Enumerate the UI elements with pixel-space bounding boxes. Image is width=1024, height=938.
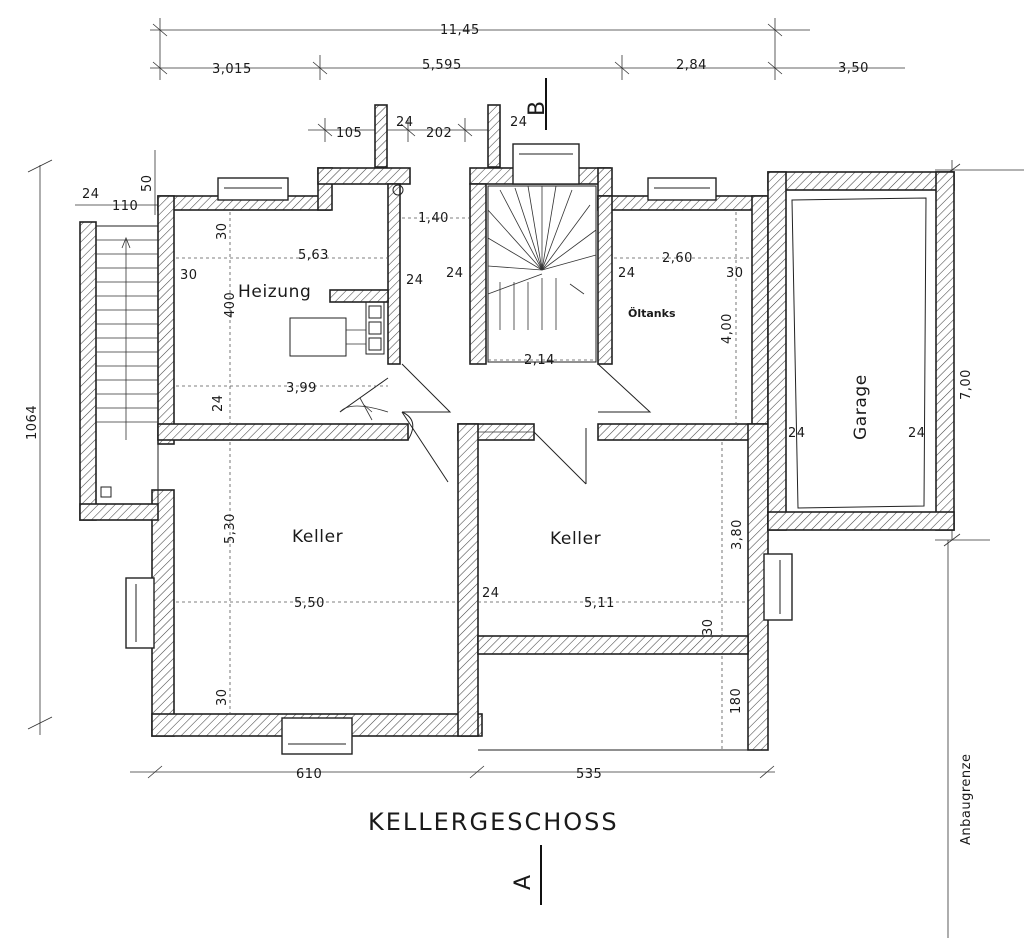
boundary-label: Anbaugrenze xyxy=(959,754,974,845)
room-keller-right: Keller xyxy=(550,529,601,549)
dim-oel-30: 30 xyxy=(726,266,744,281)
heating-fixtures xyxy=(289,184,404,357)
dim-oel-400: 4,00 xyxy=(720,313,735,344)
title-block: KELLERGESCHOSS B A Anbaugrenze xyxy=(368,78,974,905)
windows xyxy=(125,143,793,755)
dim-bottom-610: 610 xyxy=(296,767,322,782)
dim-top-1: 3,015 xyxy=(212,62,252,77)
dim-heiz-400: 400 xyxy=(223,292,238,318)
garage-inner xyxy=(791,197,927,509)
dim-heiz-399: 3,99 xyxy=(286,381,317,396)
room-heizung: Heizung xyxy=(238,282,311,302)
dim-heiz-24-right: 24 xyxy=(406,273,424,288)
dim-heiz-30-left: 30 xyxy=(180,268,198,283)
dim-left-total: 1064 xyxy=(25,405,40,440)
interior-dimension-lines xyxy=(176,212,768,751)
dim-kl-30: 30 xyxy=(215,688,230,706)
top-dimension-lines xyxy=(150,18,905,142)
dim-left-24: 24 xyxy=(82,187,100,202)
dim-heiz-30-top: 30 xyxy=(215,222,230,240)
dim-oel-24-left: 24 xyxy=(618,266,636,281)
dim-top-2: 5,595 xyxy=(422,58,462,73)
room-labels: Heizung Öltanks Keller Keller Garage xyxy=(238,282,871,549)
outside-stair xyxy=(95,225,159,505)
dim-stair-214: 2,14 xyxy=(524,353,555,368)
walls xyxy=(79,104,955,751)
door-swings xyxy=(339,363,652,485)
dim-top-4: 3,50 xyxy=(838,61,869,76)
dim-bottom-535: 535 xyxy=(576,767,602,782)
dim-heiz-24-bottom: 24 xyxy=(211,394,226,412)
room-oeltanks: Öltanks xyxy=(628,306,676,320)
room-keller-left: Keller xyxy=(292,527,343,547)
dim-garage-24-left: 24 xyxy=(788,426,806,441)
dim-corr-140: 1,40 xyxy=(418,211,449,226)
dim-kl-530: 5,30 xyxy=(223,513,238,544)
dim-stair-24-left: 24 xyxy=(446,266,464,281)
dim-heiz-563: 5,63 xyxy=(298,248,329,263)
side-dimension-labels: 24 110 50 1064 610 535 7,00 xyxy=(25,174,974,782)
section-mark-a: A xyxy=(511,875,536,890)
dim-upper-105: 105 xyxy=(336,126,362,141)
drawing-title: KELLERGESCHOSS xyxy=(368,808,619,836)
dim-kl-550: 5,50 xyxy=(294,596,325,611)
dim-oel-260: 2,60 xyxy=(662,251,693,266)
dim-kr-380: 3,80 xyxy=(730,519,745,550)
dim-mid-24: 24 xyxy=(482,586,500,601)
dim-upper-202: 202 xyxy=(426,126,452,141)
inner-stair xyxy=(487,185,597,363)
dim-left-50: 50 xyxy=(140,174,155,192)
dim-garage-700: 7,00 xyxy=(959,369,974,400)
dim-total-top: 11,45 xyxy=(440,23,480,38)
dim-kr-30: 30 xyxy=(701,618,716,636)
dim-left-110: 110 xyxy=(112,199,138,214)
dim-top-3: 2,84 xyxy=(676,58,707,73)
top-dimension-labels: 11,45 3,015 5,595 2,84 3,50 105 24 202 2… xyxy=(212,23,869,141)
dim-kr-180: 180 xyxy=(729,688,744,714)
dim-upper-24b: 24 xyxy=(510,115,528,130)
room-garage: Garage xyxy=(851,374,871,440)
dim-garage-24-right: 24 xyxy=(908,426,926,441)
section-mark-b: B xyxy=(525,101,550,116)
dim-kr-511: 5,11 xyxy=(584,596,615,611)
dim-upper-24a: 24 xyxy=(396,115,414,130)
room-dimension-labels: 30 5,63 30 400 3,99 24 24 1,40 24 2,14 2… xyxy=(180,211,926,714)
